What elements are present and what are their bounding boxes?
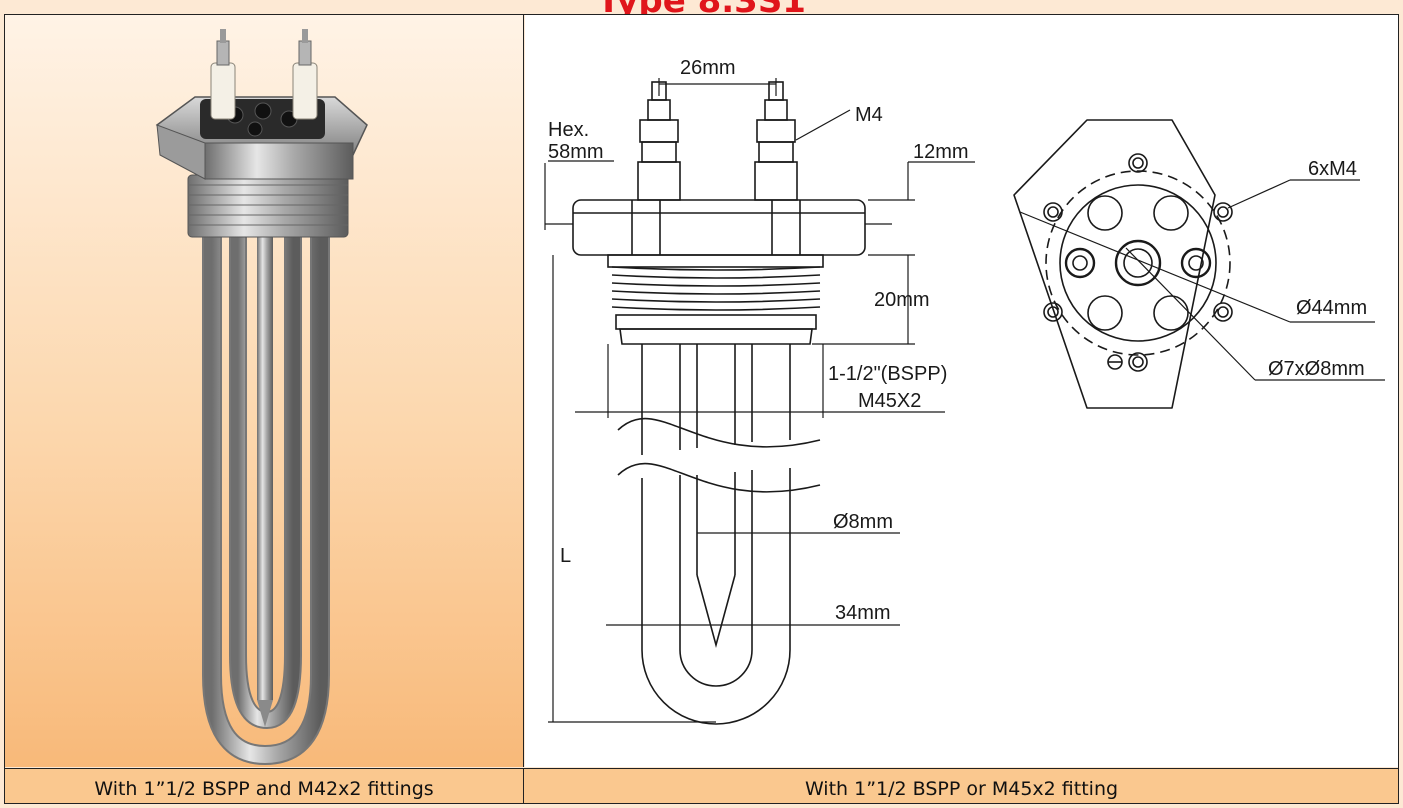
pitch-diameter-label: Ø44mm [1296, 297, 1367, 319]
terminal-spacing-label: 26mm [680, 57, 736, 79]
hex-label: Hex. [548, 119, 589, 141]
length-label: L [560, 545, 571, 567]
tube-diameter-label: Ø8mm [833, 511, 893, 533]
element-width-label: 34mm [835, 602, 891, 624]
fitting-bspp-label: 1-1/2"(BSPP) [828, 363, 947, 385]
hole-diameter-label: Ø7xØ8mm [1268, 358, 1365, 380]
fixing-screws-label: 6xM4 [1308, 158, 1357, 180]
top-view [1013, 119, 1385, 409]
terminal-thread-label: M4 [855, 104, 883, 126]
dimension-drawing: 26mm M4 Hex. 58mm 12mm 20mm 1-1/2"(BSPP)… [544, 57, 1385, 725]
drawing-caption: With 1”1/2 BSPP or M45x2 fitting [804, 778, 1119, 800]
threaded-fitting [187, 174, 349, 238]
caption-band: With 1”1/2 BSPP and M42x2 fittings With … [5, 768, 1398, 804]
hex-size-label: 58mm [548, 141, 604, 163]
product-photo-panel [5, 15, 524, 767]
fitting-metric-label: M45X2 [858, 390, 921, 412]
terminal-insulators [210, 29, 318, 120]
page-title: Type 8.3S1 [597, 0, 806, 21]
table-border [4, 14, 1399, 804]
heating-element-photo [155, 29, 368, 766]
tube-loops [202, 230, 330, 766]
technical-drawing-panel: 26mm M4 Hex. 58mm 12mm 20mm 1-1/2"(BSPP)… [525, 15, 1398, 767]
photo-caption: With 1”1/2 BSPP and M42x2 fittings [5, 769, 524, 804]
thread-length-label: 20mm [874, 289, 930, 311]
side-view [544, 78, 975, 725]
flange-thickness-label: 12mm [913, 141, 969, 163]
